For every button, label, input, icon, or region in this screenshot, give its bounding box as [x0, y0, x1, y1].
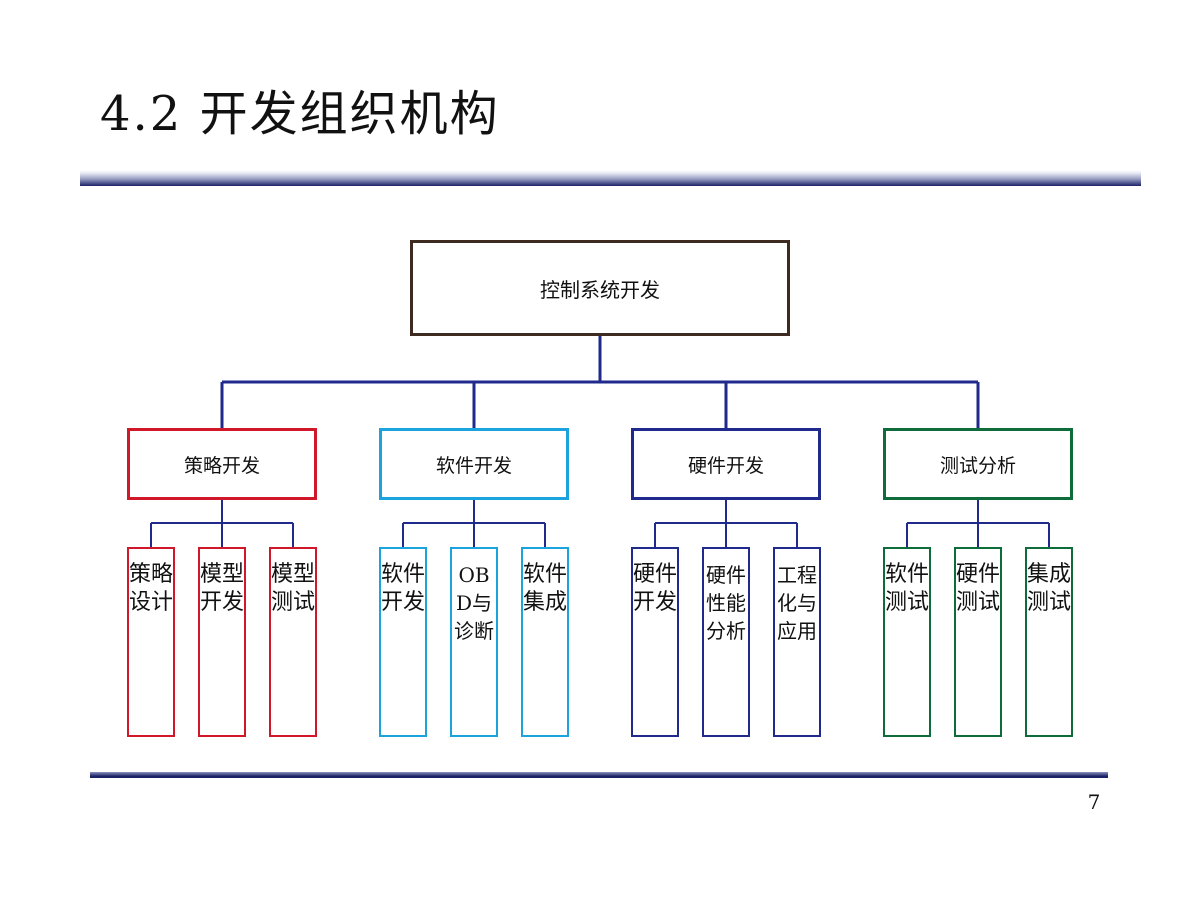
- department-box: 硬件开发: [631, 428, 821, 500]
- department-box: 软件开发: [379, 428, 569, 500]
- slide-title: 4.2 开发组织机构: [100, 86, 500, 142]
- unit-box: 软件测试: [883, 547, 931, 737]
- unit-box: 硬件性能分析: [702, 547, 750, 737]
- unit-box: 硬件开发: [631, 547, 679, 737]
- unit-box: 模型开发: [198, 547, 246, 737]
- title-rule: [80, 170, 1141, 186]
- unit-box: 硬件测试: [954, 547, 1002, 737]
- unit-box: 工程化与应用: [773, 547, 821, 737]
- department-label: 软件开发: [435, 454, 512, 477]
- department-label: 测试分析: [939, 454, 1016, 477]
- unit-box: 集成测试: [1025, 547, 1073, 737]
- department-label: 策略开发: [183, 454, 260, 477]
- unit-box: 模型测试: [269, 547, 317, 737]
- page-number: 7: [1087, 790, 1101, 814]
- org-root-box: 控制系统开发: [410, 240, 790, 336]
- unit-box: 软件开发: [379, 547, 427, 737]
- org-root-label: 控制系统开发: [540, 277, 660, 302]
- department-box: 策略开发: [127, 428, 317, 500]
- unit-box: OBD与诊断: [450, 547, 498, 737]
- department-label: 硬件开发: [687, 454, 764, 477]
- footer-rule: [90, 772, 1108, 778]
- unit-box: 策略设计: [127, 547, 175, 737]
- unit-box: 软件集成: [521, 547, 569, 737]
- department-box: 测试分析: [883, 428, 1073, 500]
